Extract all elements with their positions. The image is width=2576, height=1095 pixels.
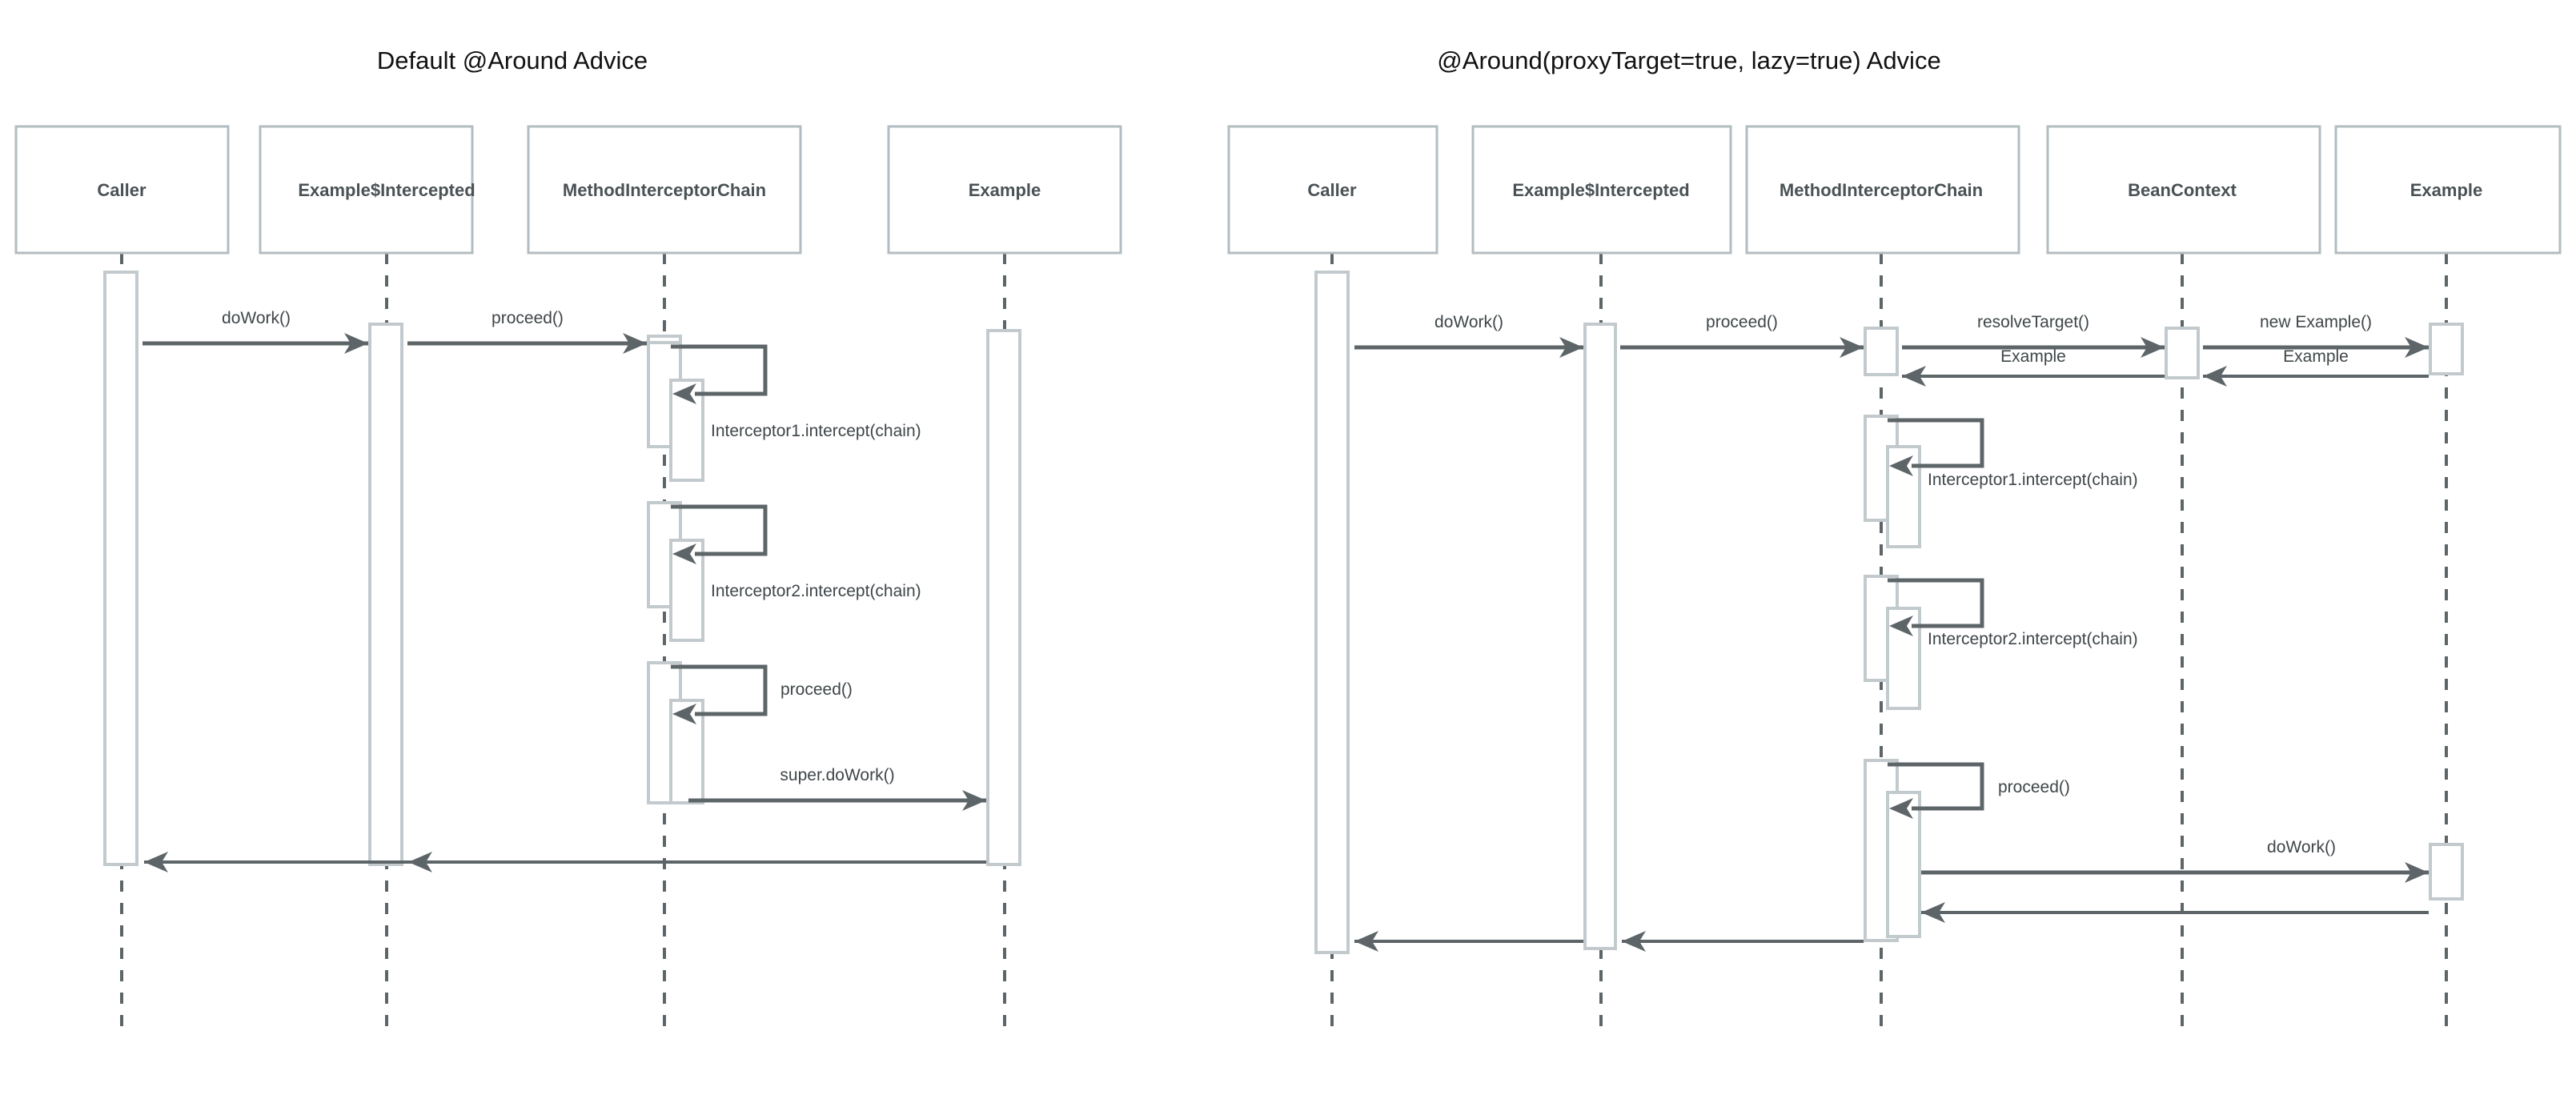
activation-bar-left-0	[103, 271, 138, 866]
activation-bar-left-1	[368, 323, 403, 866]
self-call-label-right-0: Interceptor1.intercept(chain)	[1928, 471, 2138, 489]
self-call-loop-right-2	[1888, 762, 1984, 811]
arrow-head-icon	[672, 543, 696, 564]
participant-label-example-intercepted: Example$Intercepted	[1512, 180, 1689, 200]
arrow-head-icon	[408, 852, 432, 872]
message-label-right-2: resolveTarget()	[1977, 313, 2089, 331]
arrow-head-icon	[672, 383, 696, 404]
diagram-title-right: @Around(proxyTarget=true, lazy=true) Adv…	[1437, 46, 1940, 74]
participant-label-example: Example	[2410, 180, 2483, 200]
activation-bar-right-2	[1864, 327, 1899, 376]
message-label-right-4: Example	[2283, 347, 2349, 366]
self-call-label-left-2: proceed()	[780, 680, 853, 699]
activation-bar-right-8	[1886, 791, 1921, 938]
message-label-right-3: new Example()	[2260, 313, 2372, 331]
arrow-head-icon	[1840, 337, 1864, 358]
activation-bar-right-4	[1886, 445, 1921, 548]
self-call-loop-right-0	[1888, 418, 1984, 468]
self-call-loop-right-1	[1888, 578, 1984, 628]
participant-label-beancontext: BeanContext	[2128, 180, 2237, 200]
arrow-head-icon	[144, 852, 168, 872]
diagram-title-left: Default @Around Advice	[377, 46, 648, 74]
participant-box-example[interactable]	[887, 125, 1122, 255]
participant-label-example: Example	[969, 180, 1041, 200]
arrow-head-icon	[1354, 931, 1378, 952]
activation-bar-right-11	[2429, 843, 2464, 900]
arrow-head-icon	[2203, 366, 2227, 387]
message-label-left-4: super.doWork()	[780, 766, 894, 784]
activation-bar-right-10	[2429, 323, 2464, 375]
participant-box-methodinterceptorchain[interactable]	[527, 125, 802, 255]
arrow-head-icon	[1559, 337, 1583, 358]
arrow-head-icon	[672, 704, 696, 724]
participant-box-beancontext[interactable]	[2046, 125, 2321, 255]
arrow-head-icon	[2141, 337, 2165, 358]
participant-label-methodinterceptorchain: MethodInterceptorChain	[1780, 180, 1983, 200]
arrow-head-icon	[623, 333, 647, 354]
self-call-loop-left-1	[671, 504, 768, 556]
arrow-head-icon	[1622, 931, 1646, 952]
message-label-left-1: proceed()	[492, 309, 564, 327]
arrow-head-icon	[2405, 337, 2429, 358]
arrow-head-icon	[1889, 455, 1913, 476]
participant-label-caller: Caller	[97, 180, 146, 200]
message-label-right-1: proceed()	[1706, 313, 1778, 331]
message-label-left-0: doWork()	[222, 309, 291, 327]
participant-label-methodinterceptorchain: MethodInterceptorChain	[563, 180, 766, 200]
arrow-head-icon	[1921, 902, 1945, 923]
activation-bar-right-9	[2165, 327, 2200, 379]
participant-box-example-intercepted[interactable]	[259, 125, 474, 255]
message-label-right-5: Example	[2000, 347, 2066, 366]
arrow-head-icon	[2405, 862, 2429, 883]
participant-box-example[interactable]	[2334, 125, 2562, 255]
participant-box-caller[interactable]	[14, 125, 230, 255]
self-call-label-left-0: Interceptor1.intercept(chain)	[711, 422, 921, 440]
self-call-loop-left-0	[671, 344, 768, 396]
arrow-head-icon	[1889, 798, 1913, 819]
participant-box-caller[interactable]	[1227, 125, 1438, 255]
arrow-head-icon	[962, 790, 986, 811]
activation-bar-left-9	[986, 329, 1021, 866]
arrow-head-icon	[344, 333, 368, 354]
message-label-right-6: doWork()	[2267, 838, 2336, 856]
participant-label-caller: Caller	[1307, 180, 1357, 200]
participant-label-example-intercepted: Example$Intercepted	[298, 180, 475, 200]
self-call-label-right-1: Interceptor2.intercept(chain)	[1928, 630, 2138, 648]
self-call-loop-left-2	[671, 664, 768, 716]
arrow-head-icon	[1902, 366, 1926, 387]
participant-box-methodinterceptorchain[interactable]	[1745, 125, 2020, 255]
activation-bar-right-1	[1583, 323, 1617, 950]
arrow-head-icon	[1889, 616, 1913, 636]
self-call-label-left-1: Interceptor2.intercept(chain)	[711, 582, 921, 600]
participant-box-example-intercepted[interactable]	[1471, 125, 1732, 255]
self-call-label-right-2: proceed()	[1998, 778, 2070, 796]
activation-bar-right-0	[1314, 271, 1350, 954]
message-label-right-0: doWork()	[1434, 313, 1503, 331]
